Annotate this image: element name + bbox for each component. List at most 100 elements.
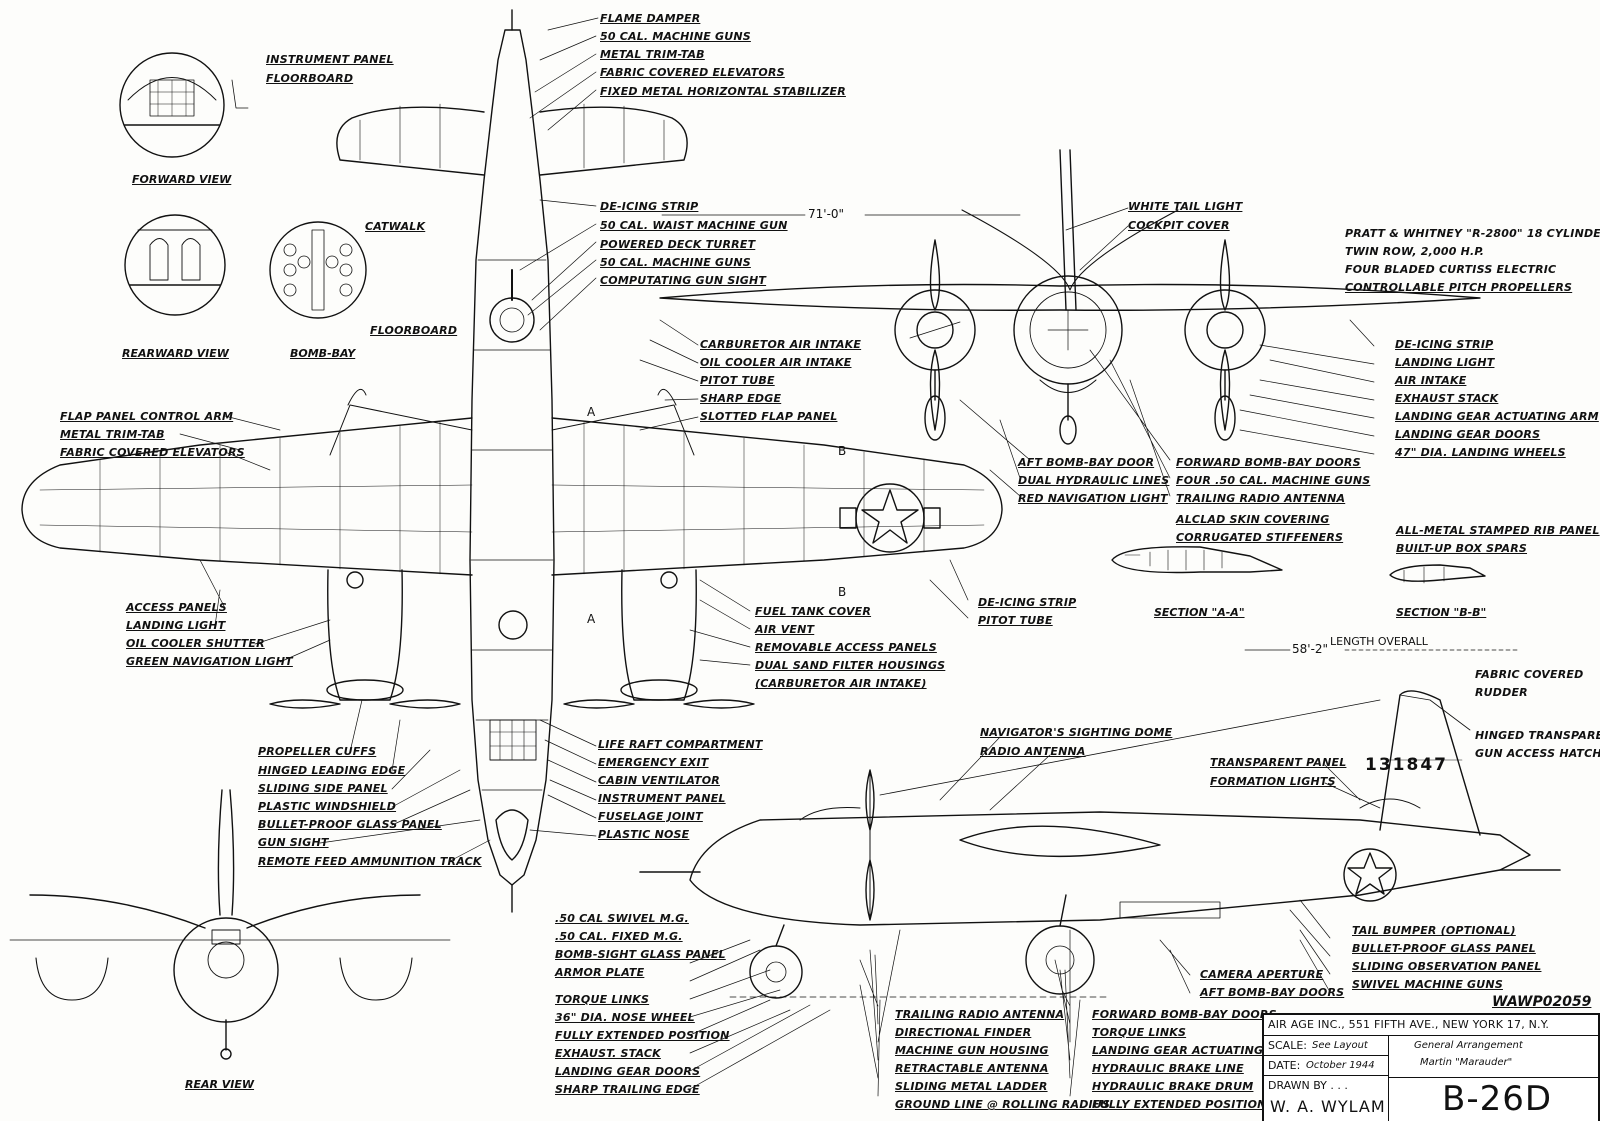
label-trailing-radio-side: Trailing Radio Antenna (895, 1008, 1065, 1021)
label-catwalk: Catwalk (365, 220, 426, 233)
label-sliding-side-panel: Sliding Side Panel (258, 782, 388, 795)
label-bombsight-glass: Bomb-Sight Glass Panel (555, 948, 726, 961)
label-armor-plate: Armor Plate (555, 966, 645, 979)
plan-view (21, 9, 1003, 913)
label-fabric-elevators-left: Fabric Covered Elevators (60, 446, 245, 459)
label-floorboard-forward: Floorboard (266, 72, 354, 85)
label-carburetor-intake-paren: (Carburetor Air Intake) (755, 677, 927, 690)
label-torque-links-main: Torque Links (1092, 1026, 1187, 1039)
dimension-wingspan: 71'-0" (808, 207, 845, 221)
label-gear-doors-side: Landing Gear Doors (555, 1065, 701, 1078)
section-marker-b-top: B (838, 444, 847, 458)
section-marker-a-bottom: A (587, 612, 596, 626)
label-fwd-bomb-bay-doors-front: Forward Bomb-Bay Doors (1176, 456, 1361, 469)
label-engine-line-4: Controllable Pitch Propellers (1345, 281, 1573, 294)
label-trailing-radio-front: Trailing Radio Antenna (1176, 492, 1346, 505)
label-air-vent: Air Vent (755, 623, 815, 636)
scale-label: SCALE: (1268, 1039, 1307, 1052)
airfoil-sections (1111, 546, 1486, 584)
date-value: October 1944 (1306, 1060, 1375, 1071)
label-hinged-leading-edge: Hinged Leading Edge (258, 764, 406, 777)
drawn-by-value: W. A. WYLAM (1270, 1097, 1386, 1116)
label-fabric-elevators-top: Fabric Covered Elevators (600, 66, 785, 79)
label-deicing-strip-front: De-Icing Strip (1395, 338, 1494, 351)
label-sliding-observation-panel: Sliding Observation Panel (1352, 960, 1542, 973)
caption-section-aa: Section "A-A" (1154, 606, 1245, 619)
label-formation-lights: Formation Lights (1210, 775, 1336, 788)
label-landing-light-front: Landing Light (1395, 356, 1495, 369)
side-view (639, 690, 1561, 999)
leader-lines (179, 17, 1381, 1097)
label-hydraulic-brake-drum: Hydraulic Brake Drum (1092, 1080, 1254, 1093)
label-mg-housing: Machine Gun Housing (895, 1044, 1049, 1057)
label-emergency-exit: Emergency Exit (598, 756, 709, 769)
section-marker-b-bottom: B (838, 585, 847, 599)
label-navigator-sighting-dome: Navigator's Sighting Dome (980, 726, 1173, 739)
section-marker-a-top: A (587, 405, 596, 419)
label-torque-links-nose: Torque Links (555, 993, 650, 1006)
label-tail-bumper: Tail Bumper (Optional) (1352, 924, 1516, 937)
label-dual-sand-filter: Dual Sand Filter Housings (755, 659, 946, 672)
label-box-spars: Built-Up Box Spars (1396, 542, 1528, 555)
label-instrument-panel-forward: Instrument Panel (266, 53, 394, 66)
label-access-panels: Access Panels (126, 601, 227, 614)
label-horizontal-stabilizer: Fixed Metal Horizontal Stabilizer (600, 85, 846, 98)
publisher-line: AIR AGE INC., 551 FIFTH AVE., NEW YORK 1… (1268, 1018, 1550, 1031)
label-gun-sight: Gun Sight (258, 836, 329, 849)
label-sharp-trailing-edge: Sharp Trailing Edge (555, 1083, 700, 1096)
label-exhaust-stack-front: Exhaust Stack (1395, 392, 1499, 405)
label-retractable-antenna: Retractable Antenna (895, 1062, 1049, 1075)
label-directional-finder: Directional Finder (895, 1026, 1032, 1039)
drawing-stamp: WAWP02059 (1492, 994, 1592, 1010)
label-gear-doors-front: Landing Gear Doors (1395, 428, 1541, 441)
label-oil-cooler-shutter: Oil Cooler Shutter (126, 637, 265, 650)
label-dual-hydraulic-lines: Dual Hydraulic Lines (1018, 474, 1170, 487)
label-metal-trim-tab-left: Metal Trim-Tab (60, 428, 165, 441)
label-radio-antenna: Radio Antenna (980, 745, 1086, 758)
label-deicing-strip-wing: De-Icing Strip (978, 596, 1077, 609)
label-swivel-mg-tail: Swivel Machine Guns (1352, 978, 1503, 991)
label-plastic-windshield: Plastic Windshield (258, 800, 397, 813)
label-engine-line-3: Four Bladed Curtiss Electric (1345, 263, 1557, 276)
label-aft-bomb-bay-door: Aft Bomb-Bay Door (1018, 456, 1155, 469)
label-cockpit-cover: Cockpit Cover (1128, 219, 1230, 232)
label-fully-extended-nose: Fully Extended Position (555, 1029, 730, 1042)
label-instrument-panel-top: Instrument Panel (598, 792, 726, 805)
label-carburetor-air-intake: Carburetor Air Intake (700, 338, 862, 351)
caption-bomb-bay: Bomb-Bay (290, 347, 356, 360)
label-metal-trim-tab-top: Metal Trim-Tab (600, 48, 705, 61)
label-floorboard-bomb-bay: Floorboard (370, 324, 458, 337)
label-cabin-ventilator: Cabin Ventilator (598, 774, 720, 787)
dimension-length-label: LENGTH OVERALL (1330, 635, 1428, 648)
label-stamped-rib-panel: All-Metal Stamped Rib Panel (1396, 524, 1600, 537)
label-pitot-tube-top: Pitot Tube (700, 374, 775, 387)
title-block: AIR AGE INC., 551 FIFTH AVE., NEW YORK 1… (1262, 1013, 1600, 1121)
rear-view (9, 789, 451, 1060)
dimension-lines (661, 214, 1521, 651)
label-aft-bomb-bay-doors-side: Aft Bomb-Bay Doors (1200, 986, 1345, 999)
front-view (659, 149, 1481, 445)
drawn-by-label: DRAWN BY . . . (1268, 1079, 1348, 1092)
caption-section-bb: Section "B-B" (1396, 606, 1487, 619)
label-nose-wheel: 36" Dia. Nose Wheel (555, 1011, 695, 1024)
label-fuel-tank-cover: Fuel Tank Cover (755, 605, 872, 618)
label-slotted-flap-panel: Slotted Flap Panel (700, 410, 838, 423)
date-label: DATE: (1268, 1059, 1301, 1072)
label-green-navigation-light: Green Navigation Light (126, 655, 293, 668)
label-bulletproof-glass-panel: Bullet-Proof Glass Panel (258, 818, 442, 831)
label-bulletproof-glass-tail: Bullet-Proof Glass Panel (1352, 942, 1536, 955)
label-pitot-tube-wing: Pitot Tube (978, 614, 1053, 627)
label-gear-arm-side: Landing Gear Actuating Arm (1092, 1044, 1296, 1057)
cross-sections (119, 52, 367, 319)
subtitle-martin-marauder: Martin "Marauder" (1420, 1057, 1513, 1068)
model-designation: B-26D (1442, 1079, 1553, 1119)
label-hinged-transparent-1: Hinged Transparent (1475, 729, 1600, 742)
label-fabric-rudder-1: Fabric Covered (1475, 668, 1584, 681)
aircraft-serial-number: 131847 (1365, 755, 1448, 775)
scale-value: See Layout (1312, 1040, 1368, 1051)
label-corrugated-stiffeners: Corrugated Stiffeners (1176, 531, 1344, 544)
label-air-intake: Air Intake (1395, 374, 1467, 387)
label-oil-cooler-air-intake: Oil Cooler Air Intake (700, 356, 852, 369)
caption-rearward-view: Rearward View (122, 347, 229, 360)
